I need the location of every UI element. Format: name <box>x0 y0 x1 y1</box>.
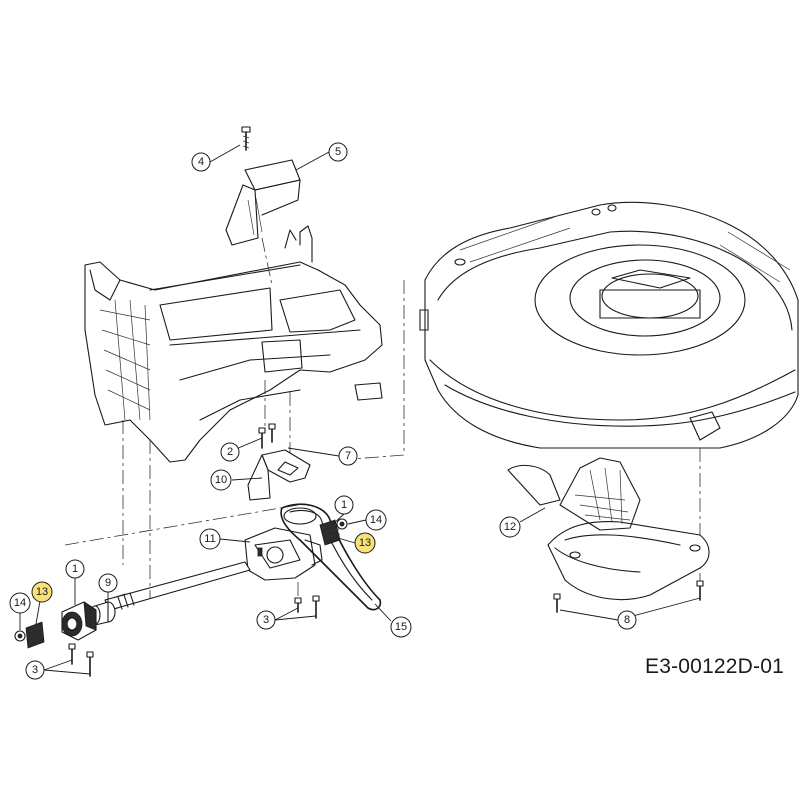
screws-part-8 <box>553 580 704 613</box>
pinion-part-13b <box>25 621 45 649</box>
callout-10: 10 <box>210 469 263 491</box>
drive-shaft <box>104 561 251 611</box>
callout-3-left: 3 <box>25 659 91 680</box>
svg-text:8: 8 <box>624 614 630 626</box>
svg-text:12: 12 <box>504 521 516 533</box>
highlight-circle-13-upper <box>354 532 376 554</box>
screws-part-3a <box>294 595 320 619</box>
bracket-part-10 <box>247 449 311 501</box>
washer-part-14a <box>336 518 348 530</box>
pinion-part-13a <box>319 519 341 546</box>
svg-text:7: 7 <box>345 450 351 462</box>
hub-part-1b <box>61 601 97 641</box>
washer-part-14b <box>14 630 26 642</box>
callout-7: 7 <box>287 446 358 466</box>
svg-text:11: 11 <box>204 533 215 545</box>
svg-text:3: 3 <box>32 664 38 676</box>
mower-deck <box>403 201 799 590</box>
svg-text:9: 9 <box>105 577 111 589</box>
callout-14-upper: 14 <box>347 509 387 531</box>
callout-15: 15 <box>374 603 412 638</box>
callout-8: 8 <box>559 597 701 630</box>
screw-part-4 <box>241 126 251 151</box>
drive-guard-part-12 <box>507 457 710 601</box>
callout-13-upper: 13 <box>337 532 376 554</box>
svg-text:14: 14 <box>14 597 26 609</box>
callout-1-lower: 1 <box>65 559 85 605</box>
callout-9: 9 <box>98 573 118 602</box>
callout-12: 12 <box>499 507 546 538</box>
screws-part-2 <box>258 423 276 449</box>
svg-text:4: 4 <box>198 156 204 168</box>
callout-13-lower: 13 <box>31 581 53 625</box>
callout-5: 5 <box>295 142 348 171</box>
svg-text:1: 1 <box>341 499 347 511</box>
svg-text:13: 13 <box>359 537 371 549</box>
callout-11: 11 <box>199 528 251 550</box>
svg-text:3: 3 <box>263 614 269 626</box>
cover-plate-part-5 <box>225 159 301 286</box>
svg-text:10: 10 <box>215 474 227 486</box>
drive-belt-part-15 <box>280 503 382 611</box>
callout-3-center: 3 <box>256 607 317 630</box>
callout-4: 4 <box>191 144 241 172</box>
callout-14-lower: 14 <box>9 592 31 630</box>
gearbox-part-11 <box>244 527 323 581</box>
svg-text:15: 15 <box>395 621 407 633</box>
svg-text:2: 2 <box>227 446 233 458</box>
assembly-guide-lines <box>64 454 405 598</box>
svg-text:14: 14 <box>370 514 382 526</box>
rear-frame-housing <box>84 225 383 565</box>
highlight-circle-13-lower <box>31 581 53 603</box>
callout-2: 2 <box>220 437 263 462</box>
reference-code: E3-00122D-01 <box>645 655 784 678</box>
svg-text:13: 13 <box>36 586 48 598</box>
screws-part-3b <box>68 643 94 677</box>
callout-1-upper: 1 <box>331 495 354 526</box>
svg-text:5: 5 <box>335 146 341 158</box>
svg-text:1: 1 <box>72 563 78 575</box>
